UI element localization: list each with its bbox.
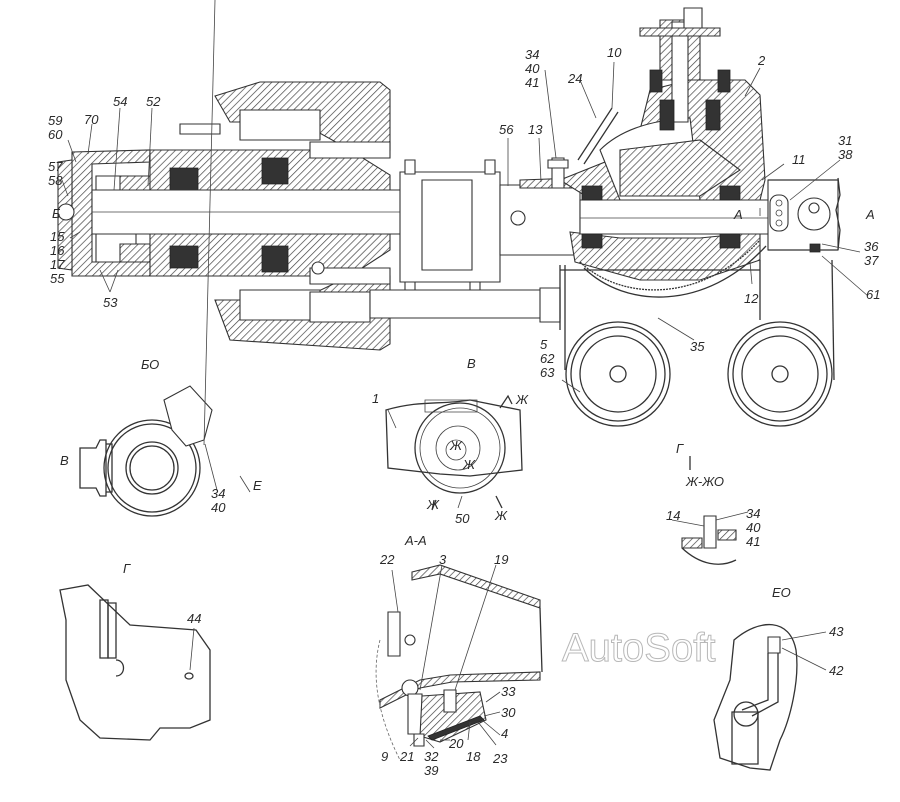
callout-view-v-50: 50 [455,511,470,526]
wheel-hub [92,82,402,350]
callout-aa-30: 30 [501,705,516,720]
callout-31-38: 31 38 [838,133,853,162]
direction-marker-zh-4: Ж [450,438,462,453]
axle-beam [370,178,580,322]
view-title-e: ЕО [772,585,791,600]
callout-11: 11 [792,152,806,167]
view-title-v: В [467,356,476,371]
view-title-zh: Ж-ЖО [686,474,724,489]
view-v-drawing [386,396,522,510]
callout-aa-4: 4 [501,726,509,741]
section-aa-drawing [376,565,542,760]
callout-57-58: 57 58 [48,159,63,188]
direction-marker-b: Б [52,206,61,221]
callout-aa-19: 19 [494,552,509,567]
wheel-right [728,322,832,426]
callout-52: 52 [146,94,161,109]
view-e-drawing [714,625,826,770]
view-g-drawing [60,585,210,740]
direction-marker-a-left: А [734,207,743,222]
direction-marker-zh-1: Ж [516,392,528,407]
watermark: AutoSoft [561,626,716,671]
view-b-drawing [80,0,250,516]
direction-marker-g: Г [676,441,684,456]
callout-aa-3: 3 [439,552,447,567]
direction-marker-v: В [60,453,69,468]
view-title-b: БО [141,357,160,372]
final-drive-housing [548,8,780,297]
wheel-left [566,322,670,426]
direction-marker-zh-2: Ж [427,497,439,512]
suspension-bracket [560,260,834,380]
callout-aa-22: 22 [380,552,395,567]
view-title-aa: А-А [405,533,427,548]
callout-70: 70 [84,112,99,127]
callout-view-e-43: 43 [829,624,844,639]
brake-valve-block [768,178,840,252]
callout-zh-14: 14 [666,508,681,523]
direction-marker-zh-3: Ж [495,508,507,523]
callout-10: 10 [607,45,622,60]
callout-61: 61 [866,287,881,302]
universal-joint [400,160,500,296]
direction-marker-a-right: А [866,207,875,222]
callout-aa-33: 33 [501,684,516,699]
callout-view-g-44: 44 [187,611,202,626]
callout-53: 53 [103,295,118,310]
callout-aa-32-39: 32 39 [424,749,439,778]
callout-view-b-34-40: 34 40 [211,486,226,515]
callout-54: 54 [113,94,128,109]
callout-aa-20: 20 [449,736,464,751]
callout-36-37: 36 37 [864,239,879,268]
section-zh-drawing [672,456,748,564]
callout-aa-9: 9 [381,749,389,764]
callout-view-e-42: 42 [829,663,844,678]
callout-59-60: 59 60 [48,113,63,142]
callout-aa-18: 18 [466,749,481,764]
main-section-view [58,8,868,426]
callout-56: 56 [499,122,514,137]
callout-34-40-41: 34 40 41 [525,47,540,90]
callout-5-62-63: 5 62 63 [540,337,555,380]
callout-35: 35 [690,339,705,354]
callout-12: 12 [744,291,759,306]
callout-aa-21: 21 [400,749,415,764]
leader-lines-main [62,62,868,392]
direction-marker-e: Е [253,478,262,493]
callout-24: 24 [568,71,583,86]
view-title-g: Г [123,561,131,576]
callout-15-16-17-55: 15 16 17 55 [50,229,65,286]
callout-aa-23: 23 [493,751,508,766]
callout-13: 13 [528,122,543,137]
callout-view-v-1: 1 [372,391,380,406]
callout-zh-34-40-41: 34 40 41 [746,506,761,549]
callout-2: 2 [758,53,766,68]
direction-marker-zh-5: Ж [463,457,475,472]
